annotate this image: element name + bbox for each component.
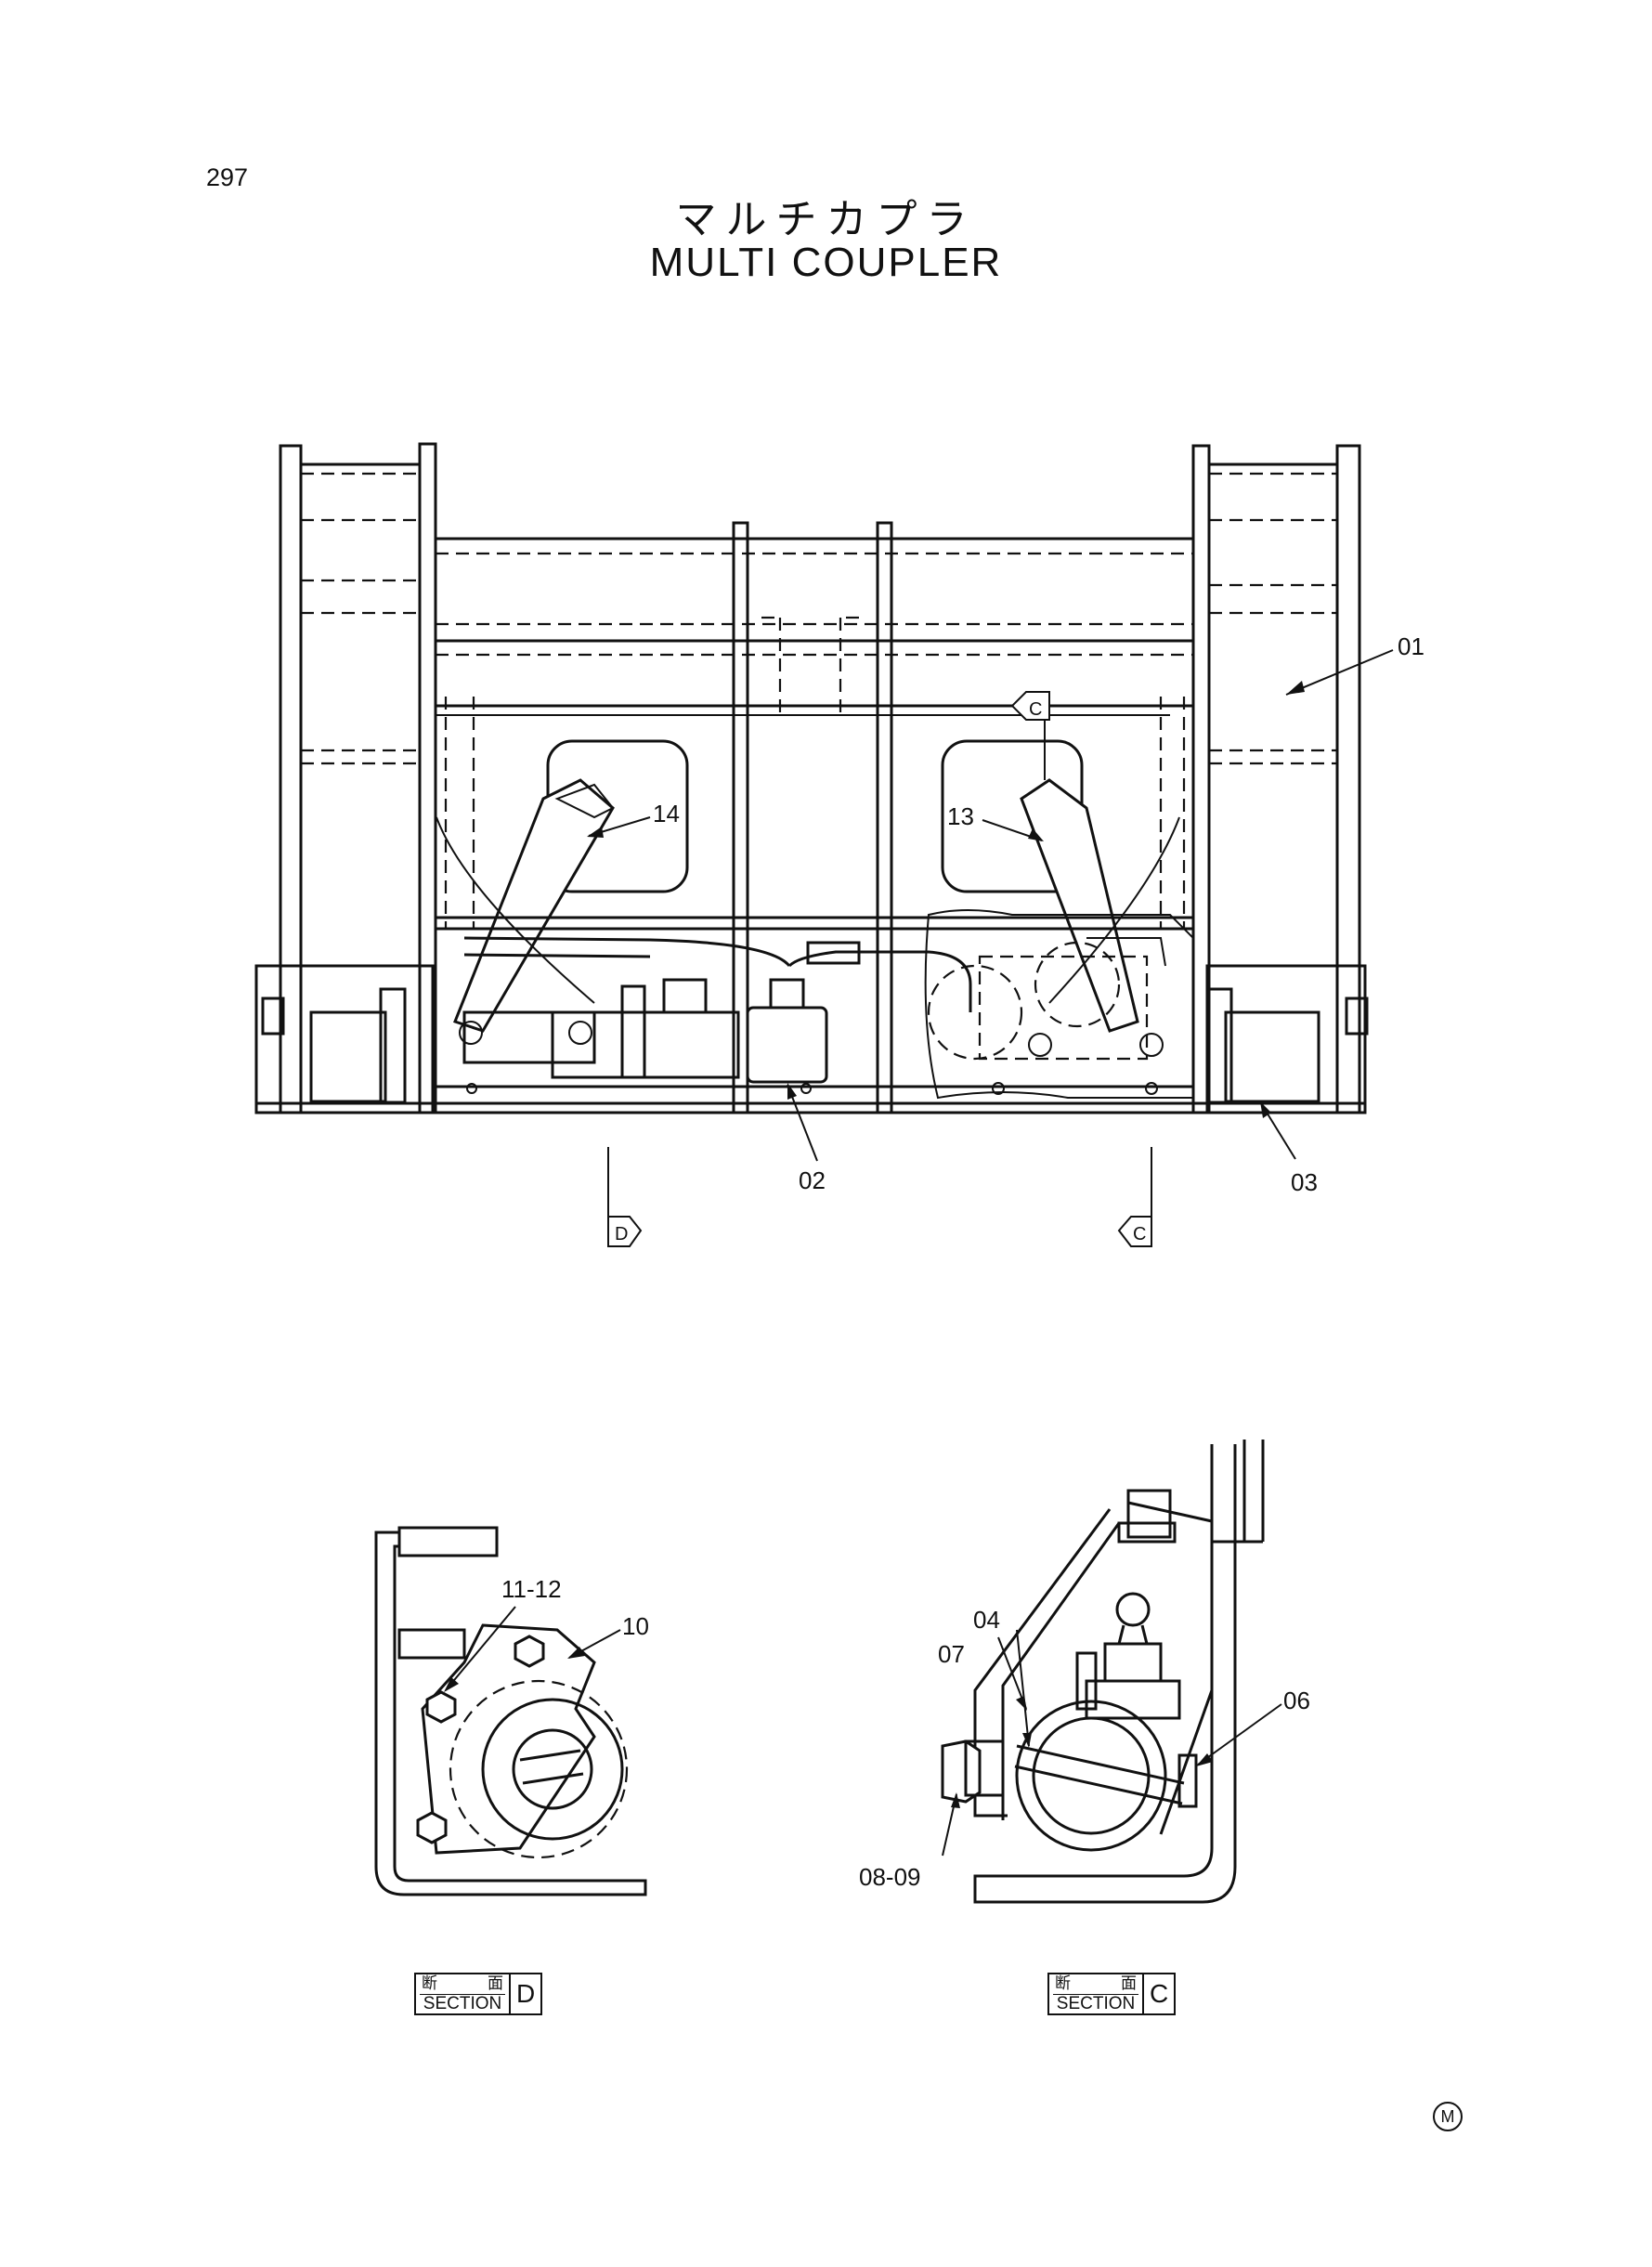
bolt-11-bottom	[416, 1811, 448, 1844]
hose-fitting	[806, 941, 861, 965]
lever-14	[453, 778, 615, 1033]
accumulator-02	[746, 1006, 828, 1084]
bolt-11-top	[514, 1635, 545, 1668]
label-01: 01	[1398, 632, 1424, 660]
label-07: 07	[938, 1640, 965, 1668]
title-english: MULTI COUPLER	[649, 240, 1003, 285]
label-10: 10	[622, 1612, 649, 1640]
section-d-letter: D	[516, 1979, 536, 2008]
section-d-en: SECTION	[420, 1994, 505, 2013]
section-d-ja-left: 断	[422, 1974, 437, 1993]
section-c-arrow	[1117, 1216, 1152, 1247]
main-front-view: C 01 14 13 02 03 D C	[254, 442, 1424, 1247]
bolt-08	[941, 1739, 982, 1804]
label-14: 14	[653, 800, 680, 827]
section-d-ja-right: 面	[488, 1974, 503, 1993]
section-c-ja-left: 断	[1055, 1974, 1071, 1993]
corner-mark: M	[1433, 2102, 1463, 2131]
pin-housing-c	[1015, 1700, 1167, 1852]
title-japanese: マルチカプラ	[675, 196, 977, 243]
label-06: 06	[1283, 1687, 1310, 1714]
shaft-housing	[481, 1698, 624, 1841]
plate-10	[421, 1623, 596, 1855]
section-c-en: SECTION	[1053, 1994, 1138, 2013]
section-d-tag: 断 面 SECTION D	[414, 1973, 543, 2015]
label-13: 13	[947, 802, 974, 830]
label-02: 02	[799, 1166, 826, 1194]
center-rib-left	[732, 521, 749, 1114]
page-number: 297	[206, 163, 249, 191]
center-rib-right	[876, 521, 893, 1114]
section-d-view: 11-12 10	[374, 1526, 649, 1896]
bolt-11-middle	[425, 1690, 457, 1724]
section-c-letter: C	[1150, 1979, 1169, 2008]
nut-06	[1177, 1753, 1198, 1808]
right-outer-plate	[1335, 444, 1361, 1114]
section-d-arrow-label: D	[615, 1224, 628, 1244]
label-08-09: 08-09	[859, 1863, 921, 1891]
top-bolt	[1126, 1489, 1172, 1539]
left-pin-housing	[309, 1010, 387, 1103]
section-c-top-label: C	[1029, 699, 1042, 720]
section-c-arrow-label: C	[1133, 1224, 1146, 1244]
label-11-12: 11-12	[501, 1575, 562, 1603]
lever-13	[1020, 778, 1139, 1033]
label-03: 03	[1291, 1168, 1318, 1196]
label-04: 04	[973, 1606, 1000, 1634]
grease-fitting	[1103, 1642, 1163, 1683]
section-c-ja-right: 面	[1121, 1974, 1137, 1993]
section-d-arrow	[607, 1216, 643, 1247]
cutaway-region	[924, 909, 1194, 1100]
section-c-view: 07 04 06 08-09	[859, 1440, 1310, 1904]
right-pin-housing	[1224, 1010, 1320, 1103]
section-c-tag: 断 面 SECTION C	[1047, 1973, 1177, 2015]
